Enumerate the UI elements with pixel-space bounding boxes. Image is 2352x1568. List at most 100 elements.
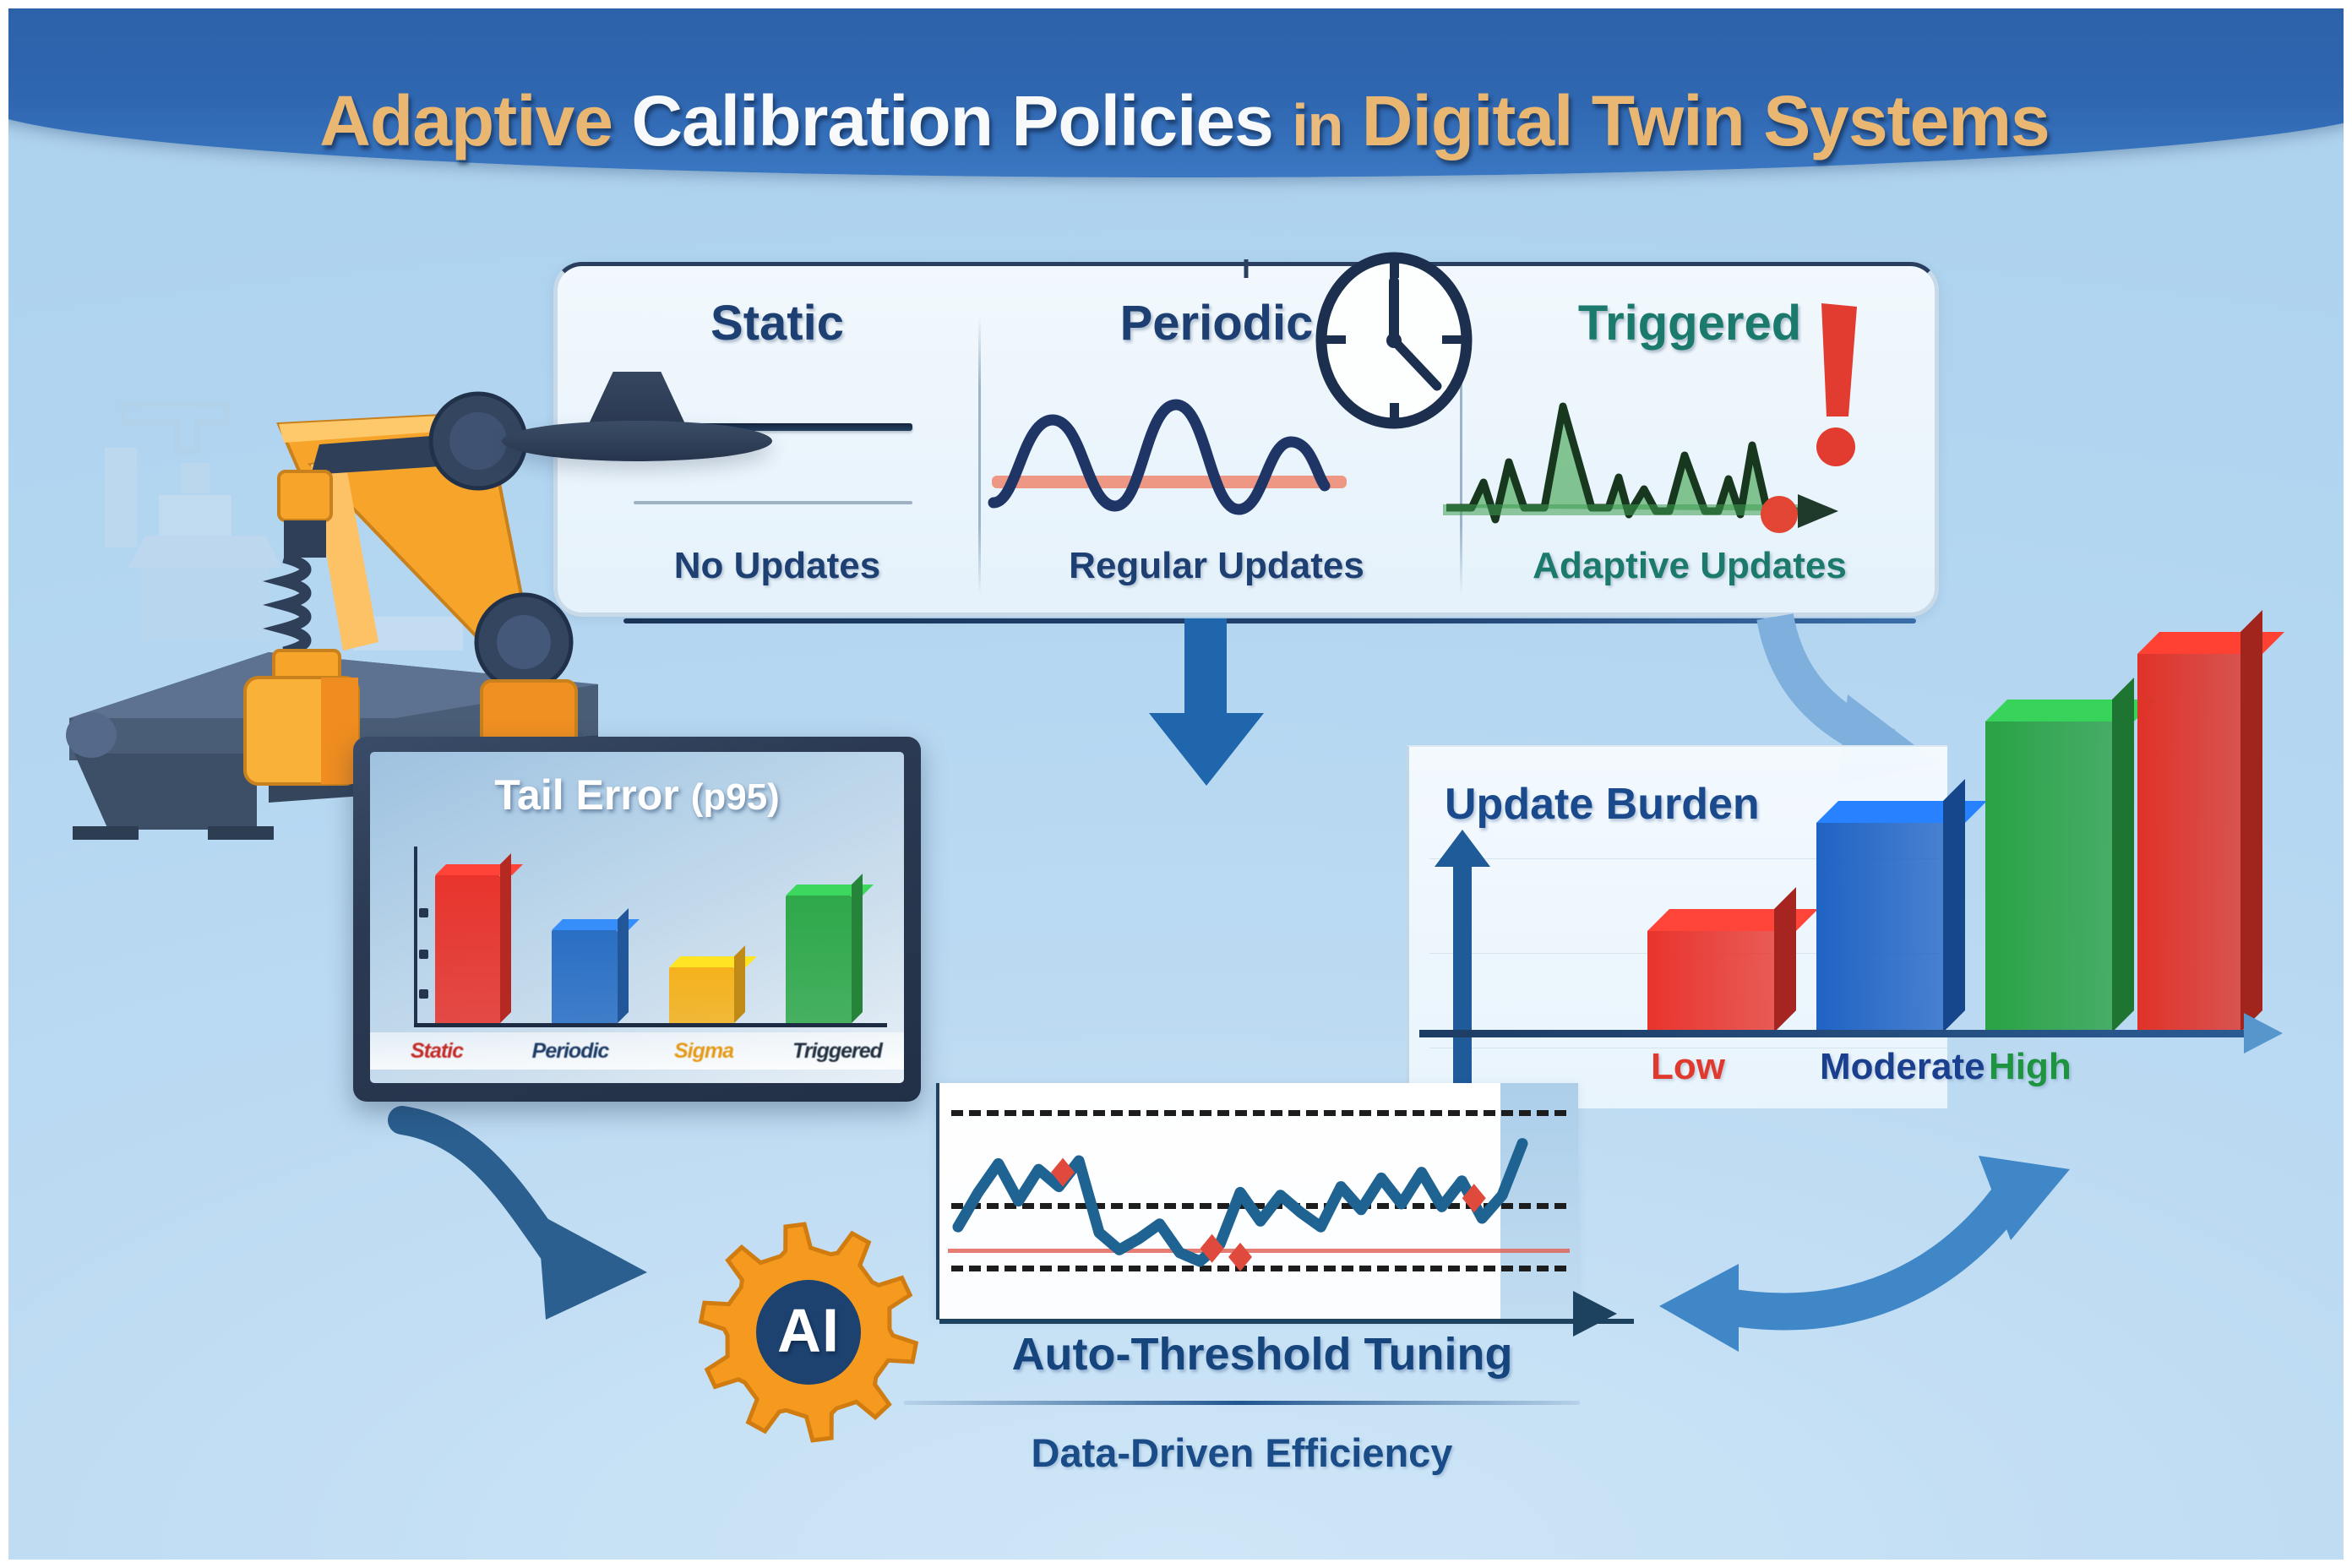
- auto-threshold-series-line: [952, 1138, 1528, 1271]
- anomaly-marker: [1228, 1242, 1252, 1271]
- auto-threshold-chart: [936, 1083, 1634, 1324]
- bar-face: [1816, 823, 1943, 1032]
- threshold-line-middle: [951, 1203, 1566, 1209]
- tail-error-chart-title: Tail Error (p95): [370, 770, 904, 819]
- bar-side: [1774, 887, 1796, 1032]
- title-part-calibration-policies: Calibration Policies: [631, 81, 1274, 161]
- auto-threshold-right-band: [1500, 1083, 1578, 1320]
- burden-x-axis-arrow-icon: [1419, 1013, 2283, 1054]
- robot-arm-illustration: [57, 363, 683, 845]
- robot-arm-svg: [66, 391, 598, 840]
- policy-heading-periodic: Periodic: [1119, 296, 1314, 351]
- ai-badge-label: AI: [777, 1297, 840, 1365]
- y-tick-mark: [419, 949, 428, 959]
- bar-side: [500, 853, 512, 1023]
- threshold-baseline: [948, 1249, 1570, 1253]
- ai-gear-badge[interactable]: AI: [694, 1218, 923, 1446]
- flat-line-secondary-icon: [634, 501, 912, 504]
- policy-connector-line: [623, 618, 1916, 623]
- flat-line-icon: [634, 423, 912, 431]
- list-item: Sigma: [673, 1038, 734, 1063]
- bar-face: [2137, 654, 2240, 1032]
- policy-heading-static: Static: [710, 296, 844, 351]
- bar-face: [786, 896, 852, 1023]
- policy-subtitle-periodic: Regular Updates: [1069, 545, 1364, 586]
- tail-error-plot-area: [414, 847, 887, 1027]
- y-tick-mark: [419, 989, 428, 999]
- title-part-digital-twin-systems: Digital Twin Systems: [1361, 81, 2050, 161]
- arrow-down-to-monitor-icon: [1149, 618, 1264, 786]
- auto-threshold-subtitle: Data-Driven Efficiency: [1031, 1430, 1453, 1475]
- background-machinery-icon: [105, 400, 463, 651]
- bar-face: [1985, 721, 2112, 1032]
- auto-threshold-divider: [904, 1401, 1580, 1405]
- policy-subtitle-static: No Updates: [673, 545, 881, 586]
- tail-error-x-axis: [414, 1023, 887, 1027]
- list-item: Static: [410, 1038, 464, 1063]
- header-banner: Adaptive Calibration Policies in Digital…: [8, 8, 2344, 177]
- list-item: Moderate: [1820, 1046, 1985, 1087]
- threshold-line-upper: [951, 1110, 1566, 1116]
- monitor-stand-base: [502, 421, 772, 461]
- table-row: [1647, 887, 1818, 1032]
- policy-column-triggered[interactable]: Triggered Adaptive Updates: [1443, 266, 1918, 612]
- exclamation-icon: [1816, 303, 1857, 466]
- policy-column-periodic[interactable]: Periodic Regular Updates: [980, 252, 1473, 612]
- auto-threshold-axis-arrow-icon: [1573, 1291, 1617, 1337]
- tail-error-title-suffix: (p95): [690, 776, 780, 818]
- bar-side: [1943, 779, 1965, 1032]
- spike-signal-icon: [1443, 402, 1838, 533]
- anomaly-marker: [1200, 1233, 1224, 1263]
- anomaly-markers: [1051, 1157, 1486, 1271]
- arrow-bidirectional-burden-icon: [1659, 1156, 2070, 1352]
- table-row: [552, 907, 640, 1023]
- bar-face: [1647, 931, 1774, 1032]
- bar-side: [617, 907, 629, 1023]
- list-item: Low: [1651, 1046, 1725, 1087]
- anomaly-marker: [1462, 1184, 1486, 1213]
- tail-error-monitor[interactable]: Tail Error (p95) Static Periodic Sigma Trig…: [353, 737, 921, 1102]
- bar-side: [2240, 610, 2262, 1032]
- header-title-wrap: Adaptive Calibration Policies in Digital…: [8, 80, 2344, 162]
- title-part-adaptive: Adaptive: [319, 81, 613, 161]
- bar-face: [434, 875, 501, 1023]
- bar-face: [552, 929, 618, 1023]
- table-row: [786, 874, 874, 1023]
- tail-error-y-axis: [414, 847, 417, 1027]
- tail-error-category-labels: Static Periodic Sigma Triggered: [370, 1032, 904, 1070]
- page-title: Adaptive Calibration Policies in Digital…: [319, 81, 2050, 161]
- monitor-bezel: Tail Error (p95) Static Periodic Sigma Trig…: [353, 737, 921, 1102]
- tail-error-title-main: Tail Error: [494, 771, 679, 819]
- y-tick-mark: [419, 907, 428, 917]
- table-row: [668, 945, 757, 1023]
- sine-wave-icon: [988, 399, 1347, 515]
- policy-divider-1: [978, 317, 981, 596]
- gear-icon: [698, 1222, 919, 1443]
- monitor-screen: Tail Error (p95) Static Periodic Sigma Trig…: [370, 752, 904, 1083]
- list-item: Periodic: [531, 1038, 610, 1063]
- bar-side: [2112, 678, 2134, 1032]
- table-row: [2137, 610, 2284, 1032]
- table-row: [434, 853, 523, 1023]
- arrow-monitor-to-ai-icon: [388, 1106, 647, 1320]
- anomaly-marker: [1051, 1157, 1075, 1187]
- bar-side: [851, 874, 863, 1023]
- table-row: [1816, 779, 1987, 1032]
- list-item: Triggered: [792, 1038, 883, 1063]
- robot-arm-icon: [243, 391, 578, 786]
- table-row: [1985, 678, 2156, 1032]
- clock-icon: [1315, 252, 1473, 429]
- threshold-line-lower: [951, 1266, 1566, 1271]
- policy-subtitle-triggered: Adaptive Updates: [1533, 545, 1847, 586]
- title-part-in: in: [1292, 92, 1343, 158]
- policy-heading-triggered: Triggered: [1577, 296, 1802, 351]
- update-burden-title: Update Burden: [1445, 780, 1760, 829]
- policy-divider-2: [1460, 317, 1462, 596]
- calibration-policy-panel: Static No Updates Periodic Regular: [553, 252, 1939, 617]
- burden-gridline: [1429, 858, 1947, 859]
- list-item: High: [1989, 1046, 2072, 1087]
- auto-threshold-title: Auto-Threshold Tuning: [1011, 1329, 1513, 1380]
- policy-column-static[interactable]: Static No Updates: [583, 266, 972, 612]
